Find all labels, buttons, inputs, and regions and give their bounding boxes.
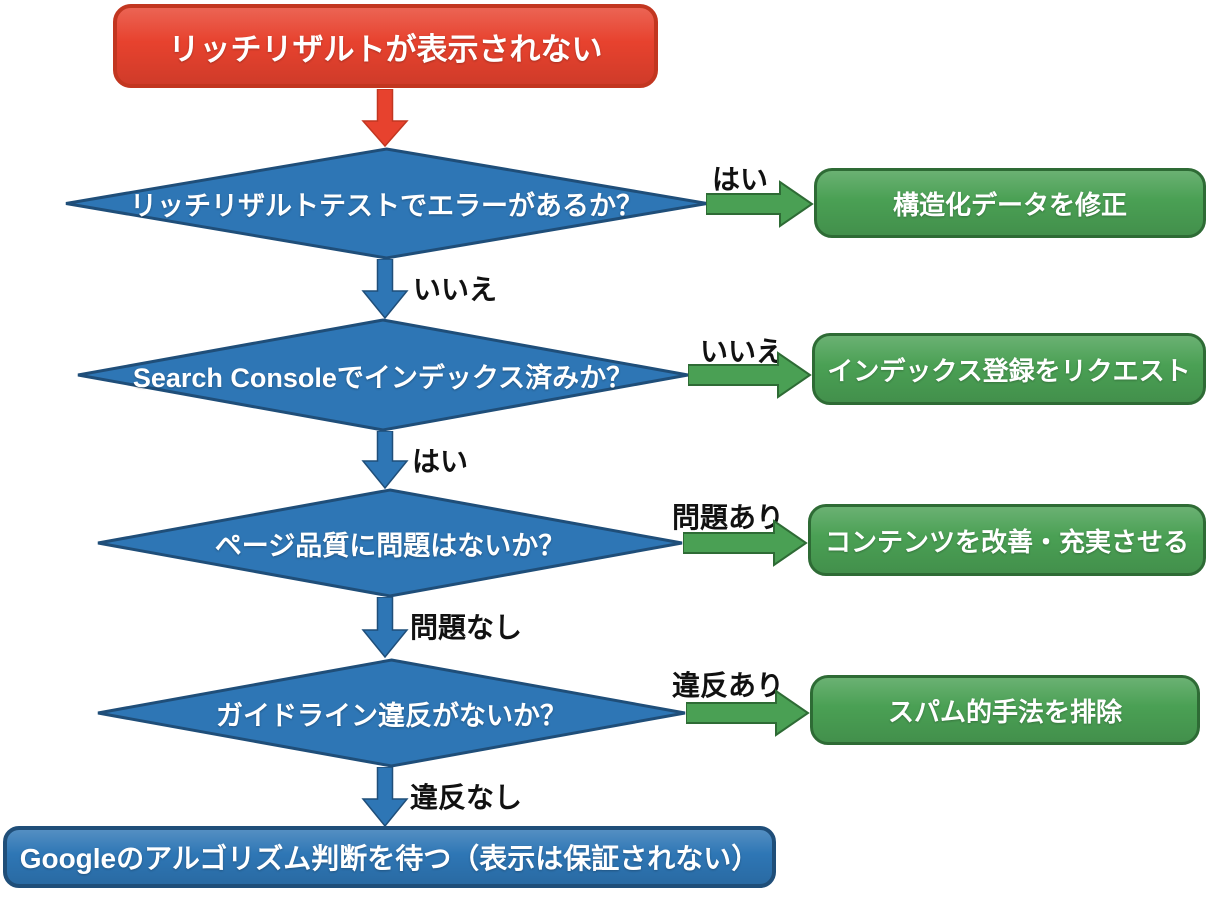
continue-label-2: はい: [412, 446, 469, 477]
action-remove-spam: スパム的手法を排除: [810, 675, 1200, 745]
branch-label-1: はい: [712, 164, 769, 195]
diamond-shape: [97, 488, 683, 598]
action-label: コンテンツを改善・充実させる: [824, 526, 1189, 557]
arrow-down-icon: [361, 259, 409, 319]
arrow-down-icon: [361, 89, 409, 147]
start-node: リッチリザルトが表示されない: [113, 4, 658, 88]
end-node-label: Googleのアルゴリズム判断を待つ（表示は保証されない）: [19, 843, 760, 874]
end-node: Googleのアルゴリズム判断を待つ（表示は保証されない）: [3, 826, 776, 888]
continue-label-4: 違反なし: [410, 782, 523, 813]
decision-label: Search Consoleでインデックス済みか？: [132, 362, 634, 393]
decision-label: ページ品質に問題はないか？: [214, 530, 566, 561]
action-improve-content: コンテンツを改善・充実させる: [808, 504, 1206, 576]
diamond-shape: [77, 318, 689, 432]
decision-label: ガイドライン違反がないか？: [216, 700, 567, 731]
action-label: インデックス登録をリクエスト: [827, 355, 1191, 386]
action-label: 構造化データを修正: [892, 189, 1127, 220]
decision-rich-results-test: リッチリザルトテストでエラーがあるか？: [63, 147, 710, 260]
decision-page-quality: ページ品質に問題はないか？: [95, 488, 685, 598]
start-node-label: リッチリザルトが表示されない: [168, 31, 603, 67]
arrow-down-icon: [361, 767, 409, 827]
branch-label-4: 違反あり: [672, 670, 785, 701]
decision-label: リッチリザルトテストでエラーがあるか？: [130, 191, 643, 221]
diamond-shape: [65, 147, 708, 260]
arrow-right-icon: [706, 180, 814, 228]
decision-guideline-violation: ガイドライン違反がないか？: [95, 658, 688, 768]
branch-label-2: いいえ: [700, 336, 785, 367]
arrow-right-icon: [688, 351, 812, 399]
action-request-indexing: インデックス登録をリクエスト: [812, 333, 1206, 405]
branch-label-3: 問題あり: [672, 502, 785, 533]
diamond-shape: [97, 658, 686, 768]
action-label: スパム的手法を排除: [887, 696, 1122, 727]
arrow-down-icon: [361, 597, 409, 658]
arrow-right-icon: [683, 519, 808, 567]
action-fix-structured-data: 構造化データを修正: [814, 168, 1206, 238]
arrow-right-icon: [686, 689, 810, 737]
continue-label-3: 問題なし: [410, 612, 523, 643]
decision-search-console-indexed: Search Consoleでインデックス済みか？: [75, 318, 691, 432]
continue-label-1: いいえ: [413, 274, 498, 305]
arrow-down-icon: [361, 431, 409, 489]
